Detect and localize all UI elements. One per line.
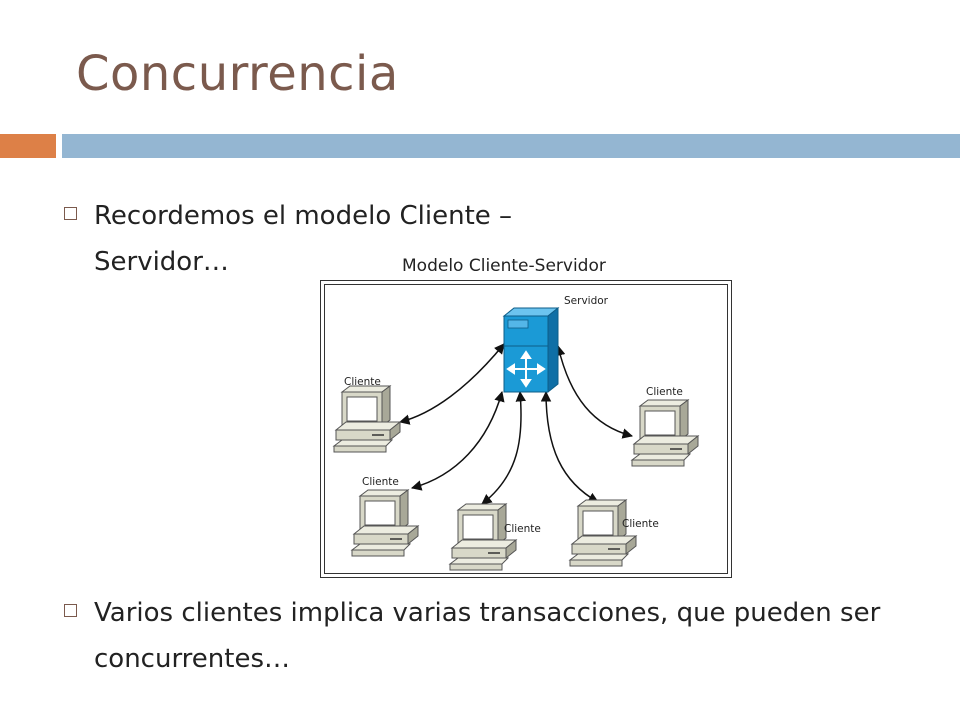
bullet-item-2: Varios clientes implica varias transacci…: [64, 590, 914, 682]
client-computer-icon-5: [569, 499, 637, 567]
bullet-text-2: Varios clientes implica varias transacci…: [94, 598, 881, 674]
client-label-5: Cliente: [622, 518, 659, 530]
square-bullet-icon: [64, 604, 77, 617]
connection-arrow-2: [410, 390, 505, 491]
bullet-item-1: Recordemos el modelo Cliente – Servidor…: [64, 193, 614, 285]
accent-bar-orange: [0, 134, 56, 158]
client-label-4: Cliente: [504, 523, 541, 535]
diagram-outer-border: [320, 280, 732, 578]
connection-arrow-3: [481, 390, 527, 505]
client-label-2: Cliente: [646, 386, 683, 398]
client-computer-icon-1: [333, 385, 401, 453]
connection-arrow-4: [540, 390, 599, 503]
client-server-diagram: Servidor Cliente Cliente Cliente Cliente…: [320, 280, 732, 578]
client-computer-icon-4: [449, 503, 517, 571]
accent-bar-blue: [62, 134, 960, 158]
client-label-1: Cliente: [344, 376, 381, 388]
client-label-3: Cliente: [362, 476, 399, 488]
square-bullet-icon: [64, 207, 77, 220]
connection-arrow-5: [555, 344, 634, 439]
client-computer-icon-2: [631, 399, 699, 467]
connection-arrow-1: [398, 343, 505, 425]
diagram-inner-border: [324, 284, 728, 574]
diagram-title: Modelo Cliente-Servidor: [402, 256, 606, 276]
client-computer-icon-3: [351, 489, 419, 557]
slide-title: Concurrencia: [76, 46, 399, 102]
server-label: Servidor: [564, 295, 609, 307]
bullet-text-1: Recordemos el modelo Cliente – Servidor…: [94, 201, 513, 277]
server-icon: [502, 306, 560, 394]
